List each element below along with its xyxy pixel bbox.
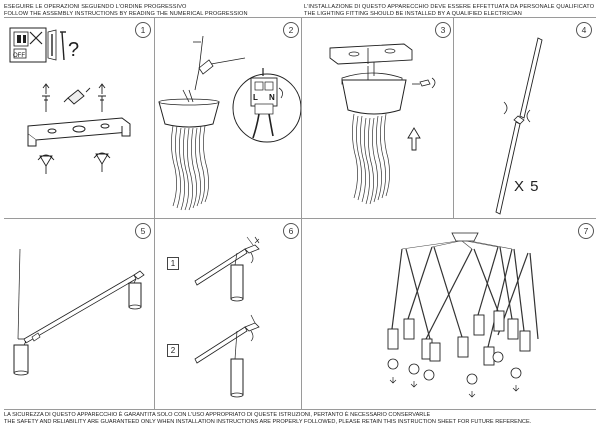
bulbs-icon xyxy=(387,351,522,385)
canopy-icon xyxy=(451,232,479,242)
pendants-icon xyxy=(387,310,531,366)
rod-icon-2 xyxy=(194,326,248,364)
off-label: OFF xyxy=(13,53,25,59)
bulb-arrow-icon xyxy=(389,377,520,398)
step-5-illustration xyxy=(13,248,145,376)
quantity-label: X 5 xyxy=(514,178,540,195)
grid-divider-2 xyxy=(301,17,302,409)
step-1-illustration: OFF ? xyxy=(9,27,131,174)
lower-screw-icon xyxy=(37,152,111,174)
ceiling-bracket-icon xyxy=(27,117,131,147)
grid-divider-1 xyxy=(154,17,155,409)
step-1-number: 1 xyxy=(135,22,151,38)
step-6-number: 6 xyxy=(283,223,299,239)
suspension-cable-icon xyxy=(17,248,21,340)
pendant-left-icon xyxy=(13,344,29,374)
step-4-panel: 4 X 5 xyxy=(454,18,596,218)
terminal-label-l: L xyxy=(253,93,258,102)
cable-bundle-icon xyxy=(171,125,209,211)
step-3-panel: 3 xyxy=(302,18,453,218)
step-4-illustration xyxy=(495,37,543,215)
cable-bundle-icon xyxy=(352,113,390,205)
step-7-illustration xyxy=(387,232,539,398)
terminal-block-icon xyxy=(198,59,214,75)
grid-top-line xyxy=(4,17,596,18)
ceiling-bracket-icon xyxy=(329,43,413,65)
step-4-number: 4 xyxy=(576,22,592,38)
arrow-up-icon xyxy=(407,127,421,151)
header-right-line2: THE LIGHTING FITTING SHOULD BE INSTALLED… xyxy=(304,11,522,17)
grid-bottom-line xyxy=(4,409,596,410)
terminal-label-n: N xyxy=(269,93,275,102)
substep-1-label: 1 xyxy=(167,257,179,270)
side-screw-icon xyxy=(412,77,436,89)
rod-upper-icon xyxy=(519,37,543,119)
pendant-icon-2 xyxy=(230,358,244,396)
step-6-illustration xyxy=(194,236,260,398)
step-5-panel: 5 xyxy=(4,219,154,409)
rod-lower-icon xyxy=(495,121,521,215)
rod-icon xyxy=(194,248,248,286)
footer-line1: LA SICUREZZA DI QUESTO APPARECCHIO È GAR… xyxy=(4,412,431,418)
footer: LA SICUREZZA DI QUESTO APPARECCHIO È GAR… xyxy=(4,412,531,426)
grid-middle-line xyxy=(4,218,596,219)
header-left-line1: ESEGUIRE LE OPERAZIONI SEGUENDO L'ORDINE… xyxy=(4,4,187,10)
wall-plug-icon xyxy=(63,87,91,105)
rotation-arrow-icon xyxy=(503,101,508,115)
header-right-line1: L'INSTALLAZIONE DI QUESTO APPARECCHIO DE… xyxy=(304,4,595,10)
suspension-cables-icon xyxy=(401,240,513,250)
step-2-illustration: L N xyxy=(158,35,301,211)
step-7-panel: 7 xyxy=(302,219,596,409)
header-left: ESEGUIRE LE OPERAZIONI SEGUENDO L'ORDINE… xyxy=(4,4,248,18)
header-right: L'INSTALLAZIONE DI QUESTO APPARECCHIO DE… xyxy=(304,4,594,18)
step-2-number: 2 xyxy=(283,22,299,38)
screw-icon-right xyxy=(98,83,106,112)
grid-divider-3 xyxy=(453,17,454,218)
tools-box-icon xyxy=(9,27,66,63)
step-3-number: 3 xyxy=(435,22,451,38)
step-1-panel: 1 OFF ? xyxy=(4,18,154,218)
substep-2-label: 2 xyxy=(167,344,179,357)
pendant-right-icon xyxy=(128,282,142,308)
step-3-illustration xyxy=(329,43,436,205)
rod-icon xyxy=(23,274,137,344)
question-mark-icon: ? xyxy=(68,39,79,61)
header-left-line2: FOLLOW THE ASSEMBLY INSTRUCTIONS BY READ… xyxy=(4,11,248,17)
footer-line2: THE SAFETY AND RELIABILITY ARE GUARANTEE… xyxy=(4,419,532,425)
screw-icon xyxy=(42,83,50,112)
pendant-icon xyxy=(230,264,244,300)
step-7-number: 7 xyxy=(578,223,594,239)
step-6-panel: 6 1 2 xyxy=(155,219,301,409)
step-5-number: 5 xyxy=(135,223,151,239)
canopy-icon xyxy=(158,101,220,128)
step-2-panel: 2 L N xyxy=(155,18,301,218)
canopy-icon xyxy=(341,79,407,115)
